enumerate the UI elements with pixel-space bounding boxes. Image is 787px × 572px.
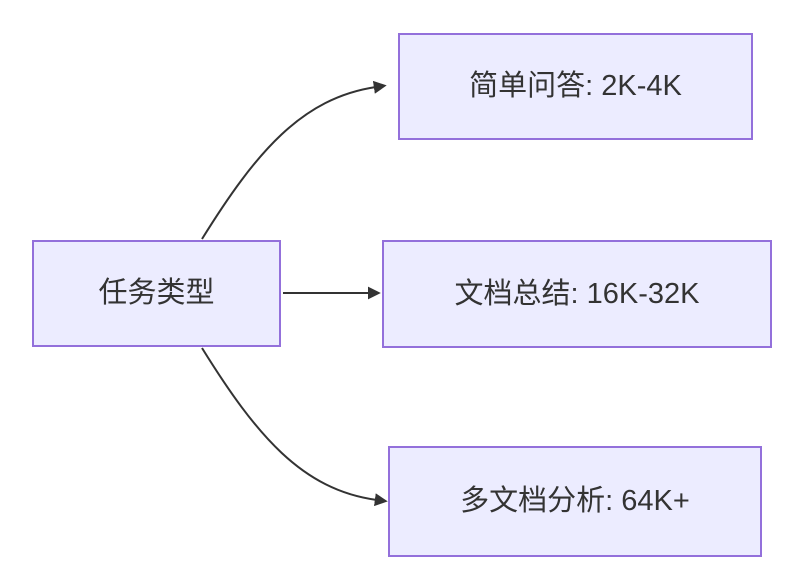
node-doc-summary[interactable]: 文档总结: 16K-32K <box>382 240 772 348</box>
node-simple-qa[interactable]: 简单问答: 2K-4K <box>398 33 753 140</box>
node-task-type[interactable]: 任务类型 <box>32 240 281 347</box>
edge-task-type-to-simple-qa <box>201 80 387 240</box>
node-simple-qa-label: 简单问答: 2K-4K <box>469 70 682 103</box>
edge-task-type-to-multi-doc <box>201 347 388 507</box>
node-multi-doc[interactable]: 多文档分析: 64K+ <box>388 446 762 557</box>
node-task-type-label: 任务类型 <box>98 277 215 310</box>
node-doc-summary-label: 文档总结: 16K-32K <box>454 277 700 310</box>
node-multi-doc-label: 多文档分析: 64K+ <box>460 485 690 518</box>
